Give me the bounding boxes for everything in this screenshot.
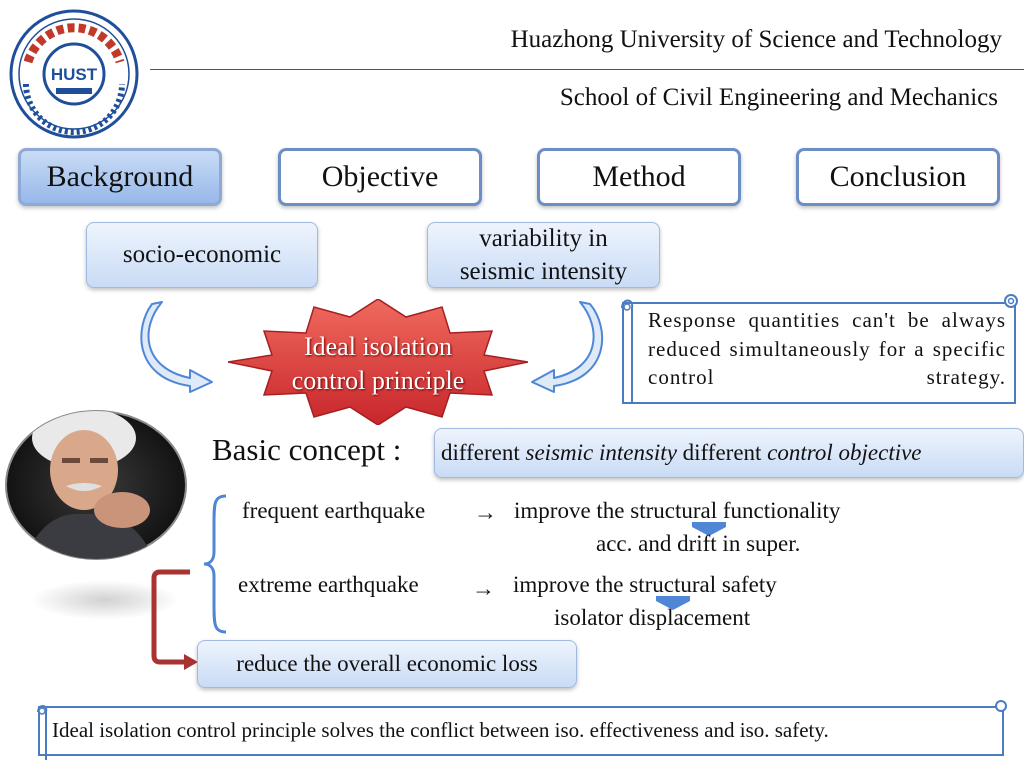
- extreme-earthquake-label: extreme earthquake: [238, 572, 419, 597]
- concept-part-2: seismic intensity: [525, 440, 677, 465]
- tab-method[interactable]: Method: [537, 148, 741, 206]
- principle-line-2: control principle: [291, 366, 465, 395]
- variability-line-1: variability in: [479, 225, 608, 252]
- conclusion-scroll-box: Ideal isolation control principle solves…: [37, 700, 1007, 760]
- concept-part-1: different: [441, 440, 526, 465]
- scroll-curl-icon: [995, 700, 1007, 712]
- principle-line-1: Ideal isolation: [303, 332, 452, 361]
- ideal-principle-label: Ideal isolation control principle: [228, 330, 528, 398]
- down-arrow-icon: [656, 596, 690, 610]
- concept-part-4: control objective: [767, 440, 922, 465]
- curved-arrow-left-icon: [140, 301, 213, 393]
- curved-arrow-right-icon: [531, 301, 603, 393]
- school-title: School of Civil Engineering and Mechanic…: [559, 84, 998, 111]
- tab-background[interactable]: Background: [18, 148, 222, 206]
- concept-part-3: different: [676, 440, 768, 465]
- scroll-curl-icon: [1004, 294, 1018, 308]
- header-divider: [150, 69, 1024, 70]
- response-text: Response quantities can't be always redu…: [648, 308, 1006, 389]
- university-logo: HUST: [9, 9, 139, 139]
- tab-conclusion[interactable]: Conclusion: [796, 148, 1000, 206]
- extreme-goal: improve the structural safety: [513, 572, 777, 597]
- logo-center-text: HUST: [51, 65, 98, 84]
- conclusion-text: Ideal isolation control principle solves…: [52, 718, 829, 742]
- down-arrow-icon: [692, 522, 726, 536]
- variability-box: variability in seismic intensity: [427, 222, 660, 288]
- brace-icon: [203, 494, 227, 634]
- reduce-loss-box: reduce the overall economic loss: [197, 640, 577, 688]
- basic-concept-box: different seismic intensity different co…: [434, 428, 1024, 478]
- arrow-right-icon: →: [474, 500, 497, 525]
- elbow-arrow-icon: [151, 569, 198, 670]
- variability-line-2: seismic intensity: [459, 258, 628, 285]
- basic-concept-label: Basic concept :: [212, 432, 402, 467]
- scroll-curl-icon: [37, 705, 48, 760]
- frequent-detail: acc. and drift in super.: [596, 531, 801, 556]
- starburst-shape: [228, 299, 528, 425]
- response-scroll-box: Response quantities can't be always redu…: [621, 294, 1018, 404]
- einstein-portrait-icon: [5, 410, 187, 560]
- extreme-detail: isolator displacement: [554, 605, 751, 630]
- university-title: Huazhong University of Science and Techn…: [510, 26, 1002, 53]
- scroll-curl-icon: [621, 299, 634, 404]
- frequent-goal: improve the structural functionality: [514, 498, 841, 523]
- socio-economic-box: socio-economic: [86, 222, 318, 288]
- arrow-right-icon: →: [472, 576, 495, 601]
- tab-objective[interactable]: Objective: [278, 148, 482, 206]
- frequent-earthquake-label: frequent earthquake: [242, 498, 426, 523]
